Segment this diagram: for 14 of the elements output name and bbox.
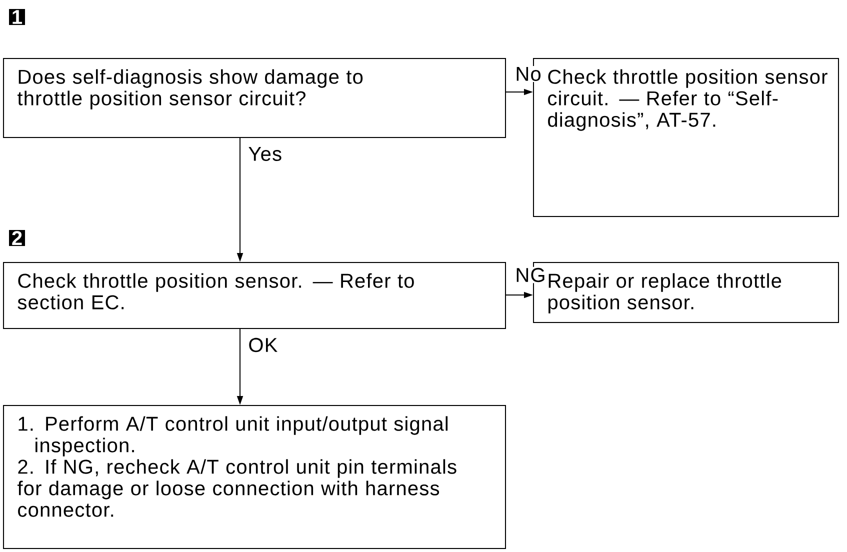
box-text: 1. Perform A/T control unit input/output signal inspection. 2. If NG, recheck A/T control unit pin terminals for damage or loose connection with harness connector. <box>18 416 456 517</box>
step-number: 2 <box>9 230 25 246</box>
edge-label: No <box>514 66 542 82</box>
box-text: Repair or replace throttle position sensor. <box>548 273 782 314</box>
process-box <box>3 58 506 138</box>
box-text: Check throttle position sensor circuit. — Refer to “Self-diagnosis”, AT-57. <box>548 69 828 131</box>
box-text: Does self-diagnosis show damage to throttle position sensor circuit? <box>18 69 363 110</box>
step-number: 1 <box>9 9 25 25</box>
edge-label: Yes <box>247 146 284 162</box>
edge-label: NG <box>514 266 547 284</box>
edge-label: OK <box>247 336 279 354</box>
process-box <box>3 405 506 549</box>
box-text: Check throttle position sensor. — Refer to section EC. <box>18 273 414 310</box>
process-box <box>3 262 506 329</box>
